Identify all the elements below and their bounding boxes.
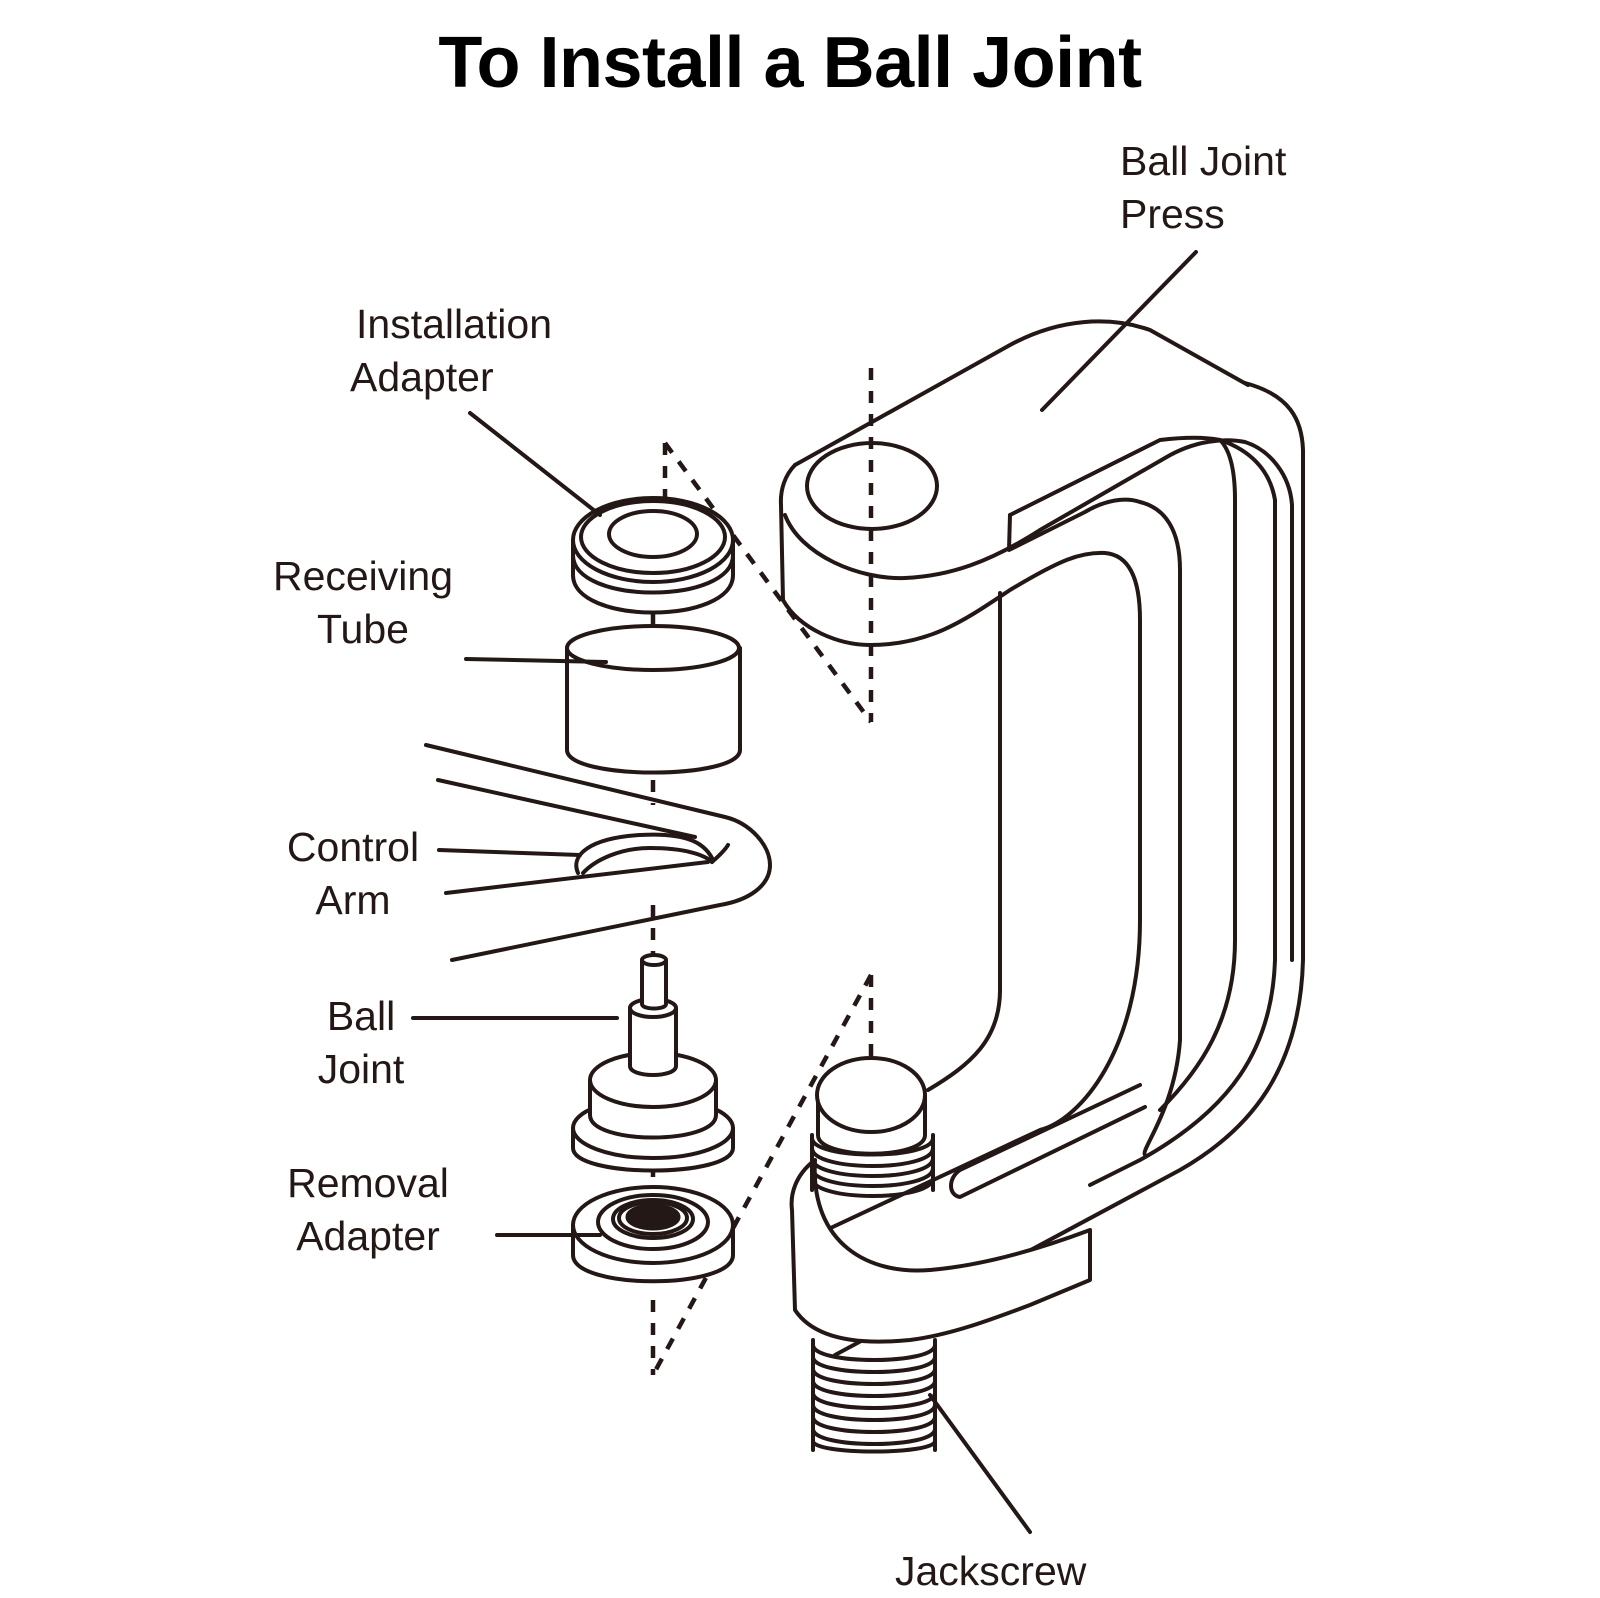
removal-adapter — [571, 1185, 735, 1284]
label-jackscrew: Jackscrew — [895, 1545, 1086, 1598]
label-line: Ball — [326, 993, 396, 1039]
label-line: Removal — [287, 1160, 449, 1206]
press-top-arm-front-edge — [783, 438, 1294, 962]
control-arm — [424, 743, 772, 962]
diagram-title: To Install a Ball Joint — [438, 23, 1142, 103]
label-removal-adapter: Removal Adapter — [258, 1157, 478, 1263]
label-line: Ball Joint — [1120, 138, 1287, 184]
leader-ball-joint-press — [1040, 250, 1198, 412]
ball-joint-press — [778, 319, 1305, 1357]
installation-adapter — [571, 496, 735, 615]
removal-adapter-hole — [625, 1203, 681, 1231]
leader-installation-adapter — [468, 411, 602, 517]
leader-jackscrew — [928, 1393, 1032, 1534]
label-line: Installation — [356, 301, 553, 347]
leader-receiving-tube — [464, 657, 608, 664]
press-bottom-curve — [1088, 958, 1277, 1187]
press-lower-arm — [789, 1158, 1092, 1344]
label-line: Receiving — [272, 553, 454, 599]
label-line: Tube — [317, 606, 409, 652]
label-installation-adapter: Installation Adapter — [350, 298, 552, 404]
press-top-arm-top — [793, 319, 1250, 467]
diagonal-top — [663, 441, 873, 724]
label-line: Press — [1120, 191, 1225, 237]
press-inner-c-lower-2 — [1142, 1038, 1182, 1157]
press-top-arm-left-face — [778, 463, 797, 602]
label-ball-joint-press: Ball Joint Press — [1120, 135, 1286, 241]
press-inner-c — [926, 591, 1002, 1092]
jackscrew-cap-top — [815, 1056, 927, 1134]
label-line: Jackscrew — [895, 1548, 1087, 1594]
leader-lines — [411, 250, 1198, 1534]
alignment-lines — [650, 368, 874, 1377]
label-line: Adapter — [350, 354, 494, 400]
label-line: Arm — [315, 877, 391, 923]
label-receiving-tube: Receiving Tube — [258, 550, 468, 656]
press-top-arm-bottom — [781, 550, 1142, 922]
jackscrew — [810, 1056, 937, 1454]
label-ball-joint: Ball Joint — [312, 990, 410, 1096]
label-line: Adapter — [296, 1213, 440, 1259]
press-web-line — [1158, 438, 1237, 1112]
press-frame-outer — [833, 381, 1305, 1357]
leader-control-arm — [437, 848, 582, 857]
diagonal-bottom — [651, 973, 873, 1377]
label-line: Joint — [317, 1046, 405, 1092]
press-bottom-slot — [949, 1083, 1147, 1199]
label-control-arm: Control Arm — [276, 821, 430, 927]
label-line: Control — [286, 824, 420, 870]
ball-joint — [571, 953, 735, 1173]
press-groove-top — [1007, 497, 1182, 1042]
receiving-tube — [565, 624, 742, 775]
